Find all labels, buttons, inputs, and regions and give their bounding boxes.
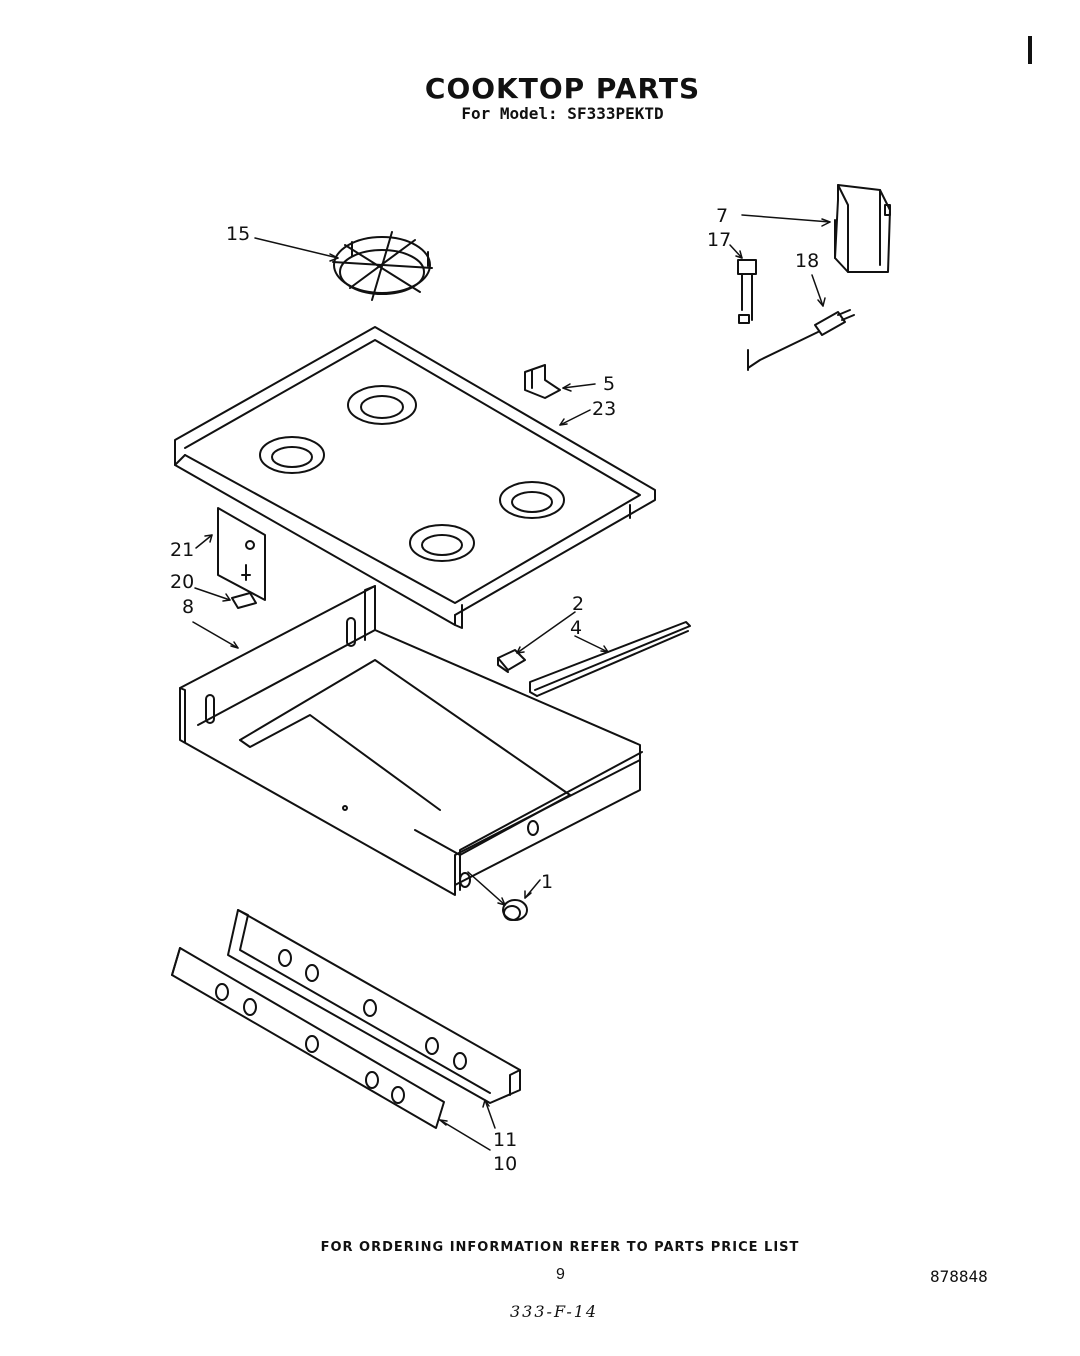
callout-8: 8 — [182, 596, 194, 618]
junction-box-drawing — [834, 184, 891, 273]
page-number: 9 — [556, 1266, 565, 1283]
power-cord-drawing — [747, 309, 855, 371]
control-panel-trim-drawing — [171, 947, 445, 1129]
callout-17: 17 — [707, 229, 731, 251]
callout-15: 15 — [226, 223, 250, 245]
callout-1: 1 — [541, 871, 553, 893]
corner-tick-mark — [1028, 36, 1032, 64]
burner-grate-drawing — [332, 231, 433, 301]
handwritten-note: 333-F-14 — [510, 1302, 599, 1321]
ordering-note: FOR ORDERING INFORMATION REFER TO PARTS … — [320, 1240, 800, 1255]
callout-11: 11 — [493, 1129, 517, 1151]
page-title: COOKTOP PARTS — [424, 72, 701, 105]
model-subtitle: For Model: SF333PEKTD — [461, 104, 664, 123]
callout-21: 21 — [170, 539, 194, 561]
callout-10: 10 — [493, 1153, 517, 1175]
callout-20: 20 — [170, 571, 194, 593]
callout-4: 4 — [570, 617, 582, 639]
document-number: 878848 — [930, 1267, 988, 1286]
callout-5: 5 — [603, 373, 615, 395]
cooktop-top-drawing — [174, 326, 656, 629]
manifold-drawing — [529, 621, 691, 697]
burner-box-drawing — [179, 585, 643, 896]
callout-18: 18 — [795, 250, 819, 272]
leader-lines — [192, 214, 831, 1151]
callout-2: 2 — [572, 593, 584, 615]
bracket-drawing — [524, 364, 561, 399]
orifice-drawing — [497, 649, 526, 673]
control-panel-drawing — [227, 909, 521, 1104]
igniter-wire-drawing — [737, 259, 757, 324]
spark-module-drawing — [217, 507, 266, 601]
clip-drawing — [231, 592, 257, 609]
knob-drawing — [502, 899, 528, 921]
callout-7: 7 — [716, 205, 728, 227]
callout-23: 23 — [592, 398, 616, 420]
